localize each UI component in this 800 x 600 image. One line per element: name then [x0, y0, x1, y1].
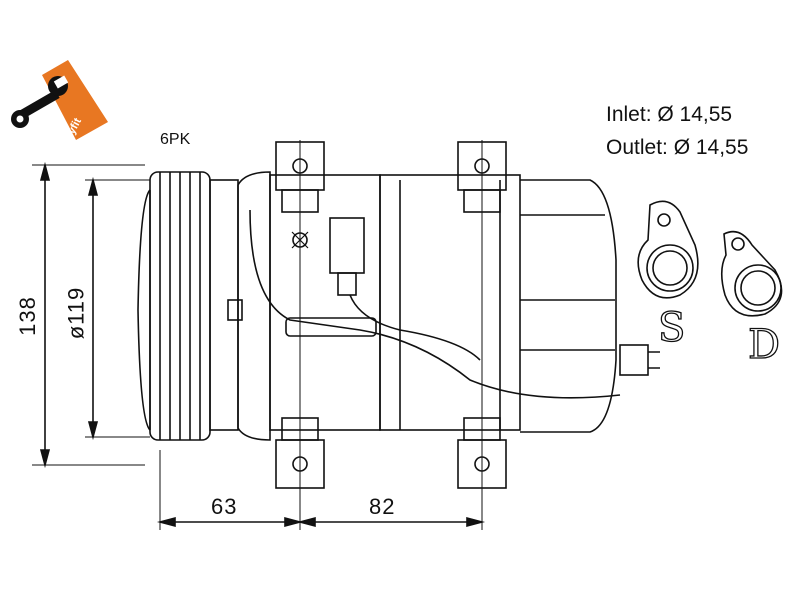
- easyfit-logo: [11, 60, 108, 140]
- pulley-diameter-dimension: ø119: [63, 286, 89, 340]
- discharge-port-label: D: [747, 321, 781, 368]
- offset-dimension: 63: [211, 494, 238, 519]
- outlet-spec: Outlet: Ø 14,55: [606, 136, 749, 159]
- mount-spacing-dimension: 82: [369, 494, 396, 519]
- wrench-icon: [11, 75, 69, 128]
- height-dimension: 138: [14, 296, 40, 336]
- gasket-s: [637, 200, 699, 299]
- belt-label: 6PK: [160, 131, 191, 148]
- inlet-spec: Inlet: Ø 14,55: [606, 103, 733, 126]
- gasket-d: [720, 230, 783, 317]
- suction-port-label: S: [657, 304, 686, 351]
